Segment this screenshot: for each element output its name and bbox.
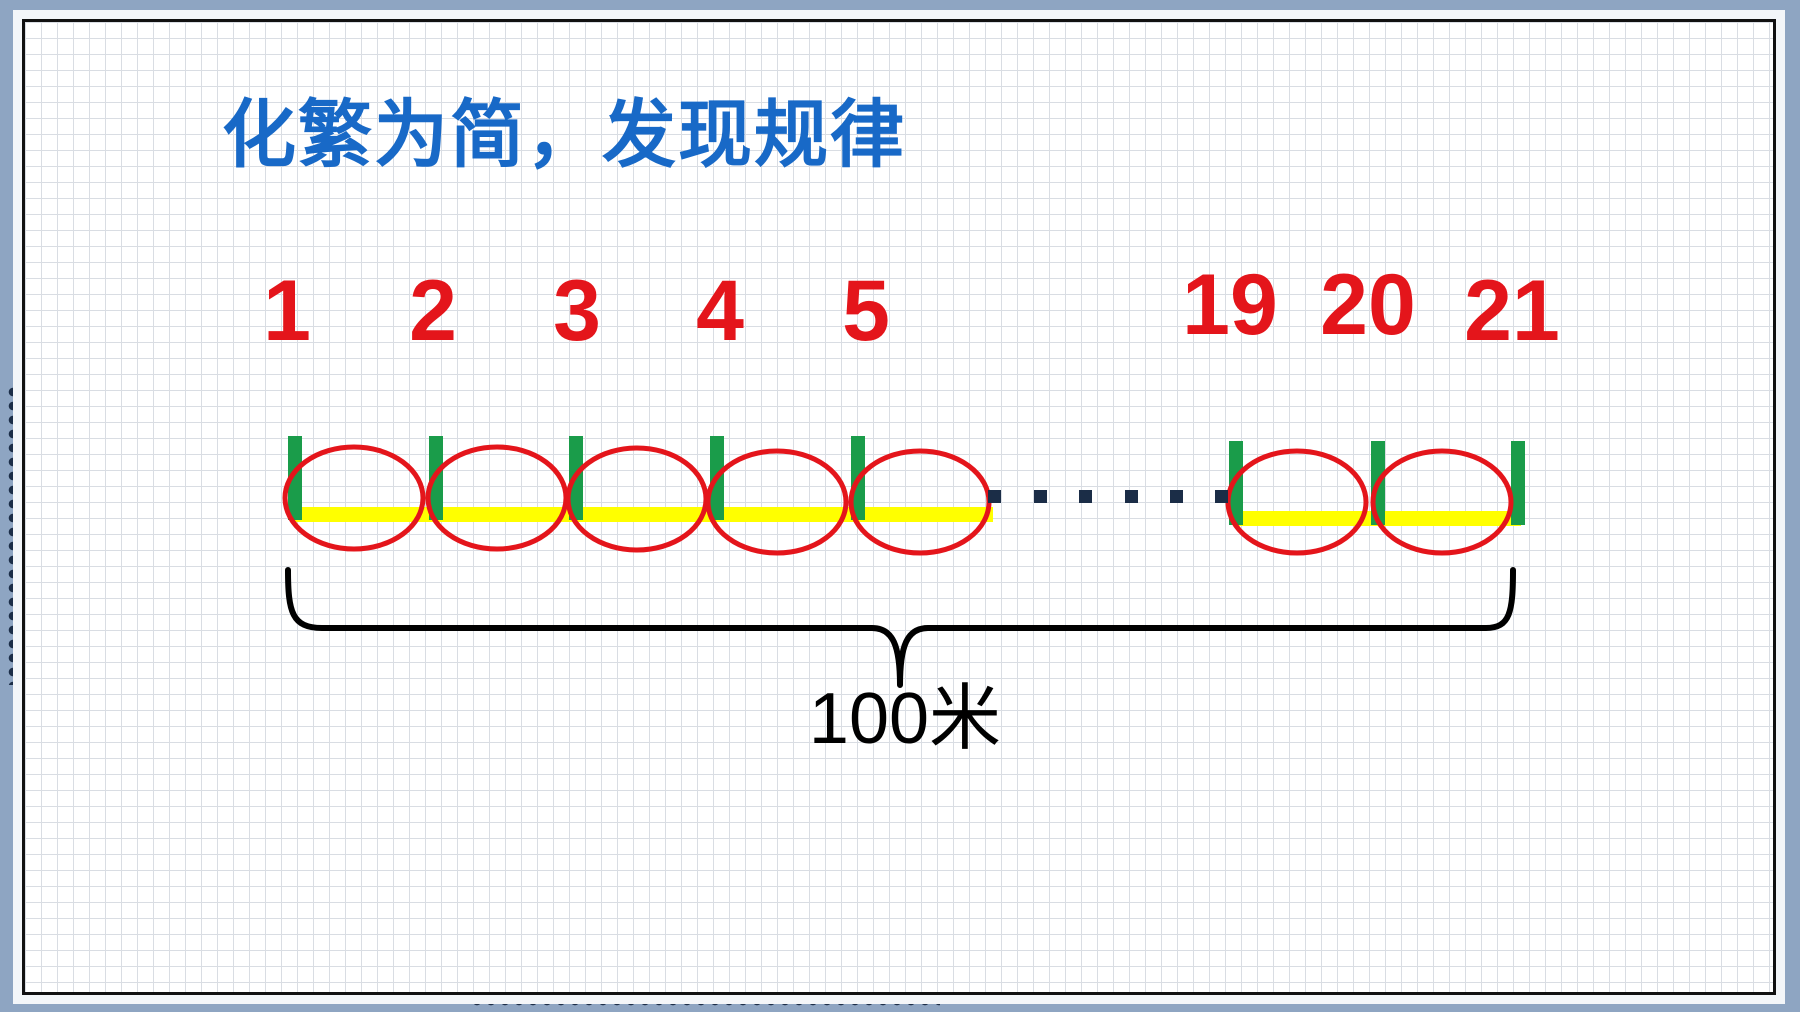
tree-label-3: 3 (553, 263, 601, 359)
interval-circle (1370, 448, 1514, 556)
road-segment-left (293, 507, 993, 522)
tree-label-19: 19 (1182, 257, 1278, 353)
total-length-label: 100米 (808, 679, 1002, 759)
tree-label-1: 1 (263, 263, 311, 359)
tree-label-21: 21 (1464, 263, 1560, 359)
tree-label-20: 20 (1320, 257, 1416, 353)
interval-circles (282, 444, 1514, 556)
interval-circle (848, 448, 992, 556)
tree-marker-icon (1511, 441, 1525, 525)
tree-marker-icon (1229, 441, 1243, 525)
tree-label-5: 5 (842, 263, 890, 359)
gap-ellipsis-icon (988, 490, 1228, 503)
interval-circle (705, 448, 849, 556)
slide-title: 化繁为简，发现规律 (222, 92, 906, 178)
tree-marker-icon (288, 436, 302, 520)
interval-circle (425, 444, 569, 552)
curly-brace-icon (285, 567, 1516, 688)
interval-circle (565, 445, 709, 553)
interval-circle (1225, 448, 1369, 556)
interval-circle (282, 444, 426, 552)
tree-label-2: 2 (409, 263, 457, 359)
tree-label-4: 4 (696, 263, 744, 359)
